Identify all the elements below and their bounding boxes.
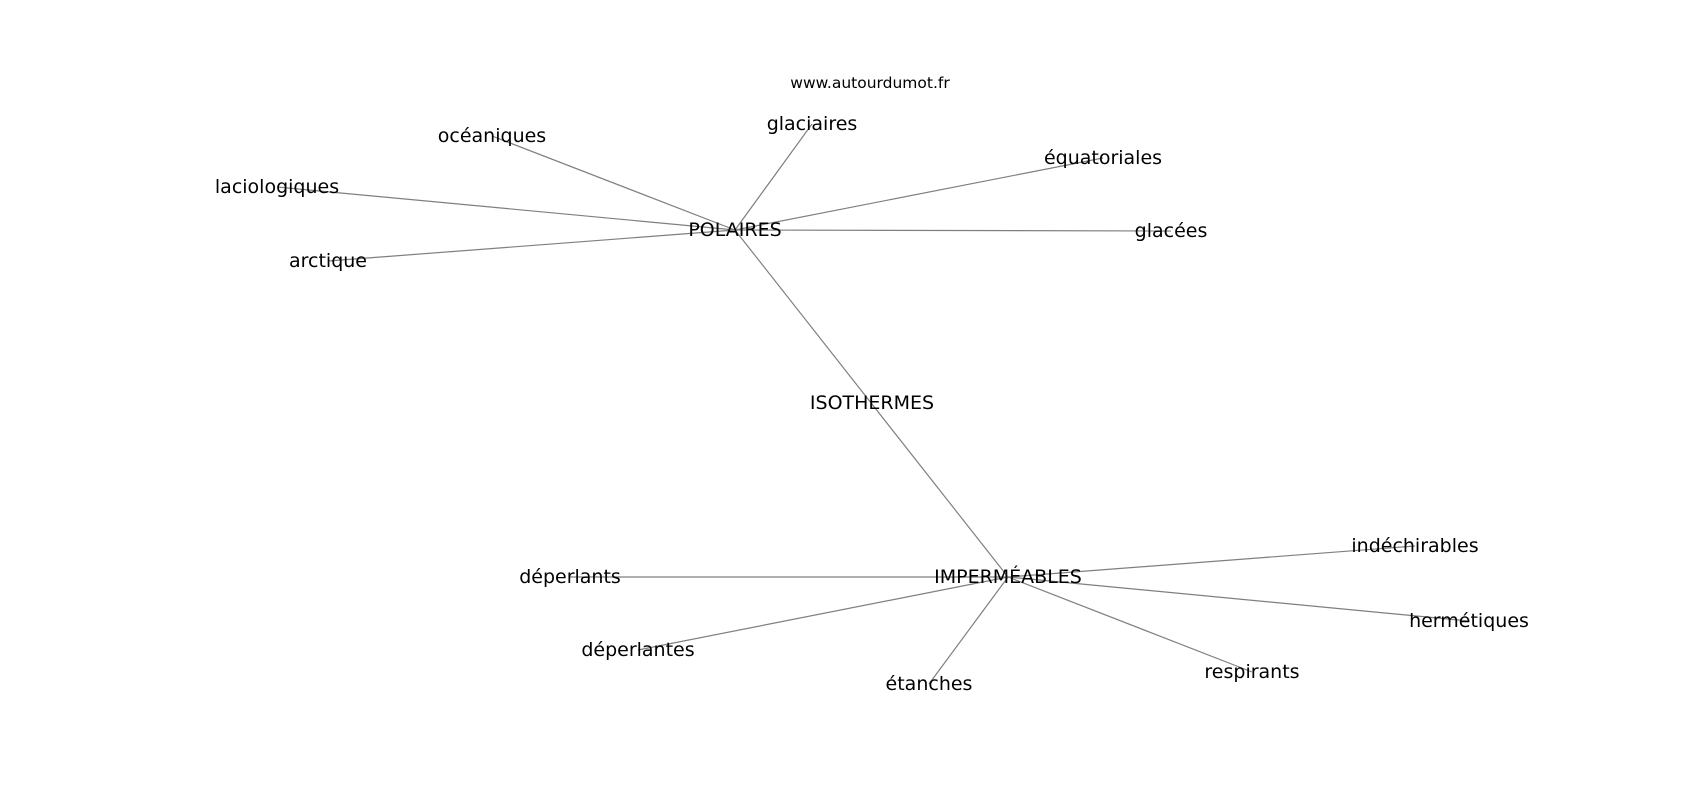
edge-polaires-equatoriales xyxy=(734,157,1104,231)
edge-impermeables-hermetiques xyxy=(1007,576,1470,622)
node-etanches: étanches xyxy=(886,673,973,695)
node-hermetiques: hermétiques xyxy=(1409,610,1529,632)
node-equatoriales: équatoriales xyxy=(1044,147,1162,169)
edge-polaires-impermeables xyxy=(734,229,1009,578)
node-isothermes: ISOTHERMES xyxy=(810,392,934,414)
node-glacees: glacées xyxy=(1135,220,1208,242)
edge-polaires-glaciaires xyxy=(734,123,813,231)
node-oceaniques: océaniques xyxy=(438,125,546,147)
node-impermeables: IMPERMÉABLES xyxy=(934,565,1082,588)
edge-polaires-arctique xyxy=(327,229,736,262)
edge-impermeables-respirants xyxy=(1007,576,1253,673)
node-arctique: arctique xyxy=(289,250,367,272)
edge-polaires-laciologiques xyxy=(276,186,736,231)
edges xyxy=(276,123,1470,685)
edge-impermeables-deperlantes xyxy=(637,576,1009,651)
edge-polaires-glacees xyxy=(734,229,1172,232)
edge-impermeables-indechirables xyxy=(1007,545,1416,578)
node-glaciaires: glaciaires xyxy=(767,113,858,135)
node-deperlantes: déperlantes xyxy=(581,639,694,661)
edge-impermeables-etanches xyxy=(928,576,1009,685)
node-indechirables: indéchirables xyxy=(1351,535,1478,557)
nodes: ISOTHERMES POLAIRES IMPERMÉABLES océaniques… xyxy=(215,113,1529,695)
node-deperlants: déperlants xyxy=(519,566,621,588)
node-polaires: POLAIRES xyxy=(688,219,781,241)
watermark: www.autourdumot.fr xyxy=(790,74,950,92)
node-respirants: respirants xyxy=(1204,661,1299,683)
node-laciologiques: laciologiques xyxy=(215,176,339,198)
edge-polaires-oceaniques xyxy=(491,135,736,231)
